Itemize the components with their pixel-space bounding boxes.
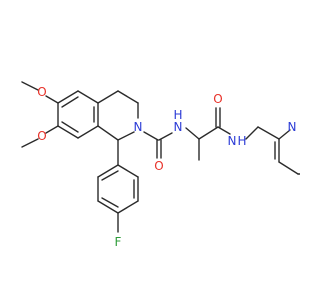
nitrogen-atom-terminal: N <box>228 134 237 148</box>
oxygen-atom-methoxy-top: O <box>37 85 46 99</box>
bond <box>185 127 200 140</box>
oxygen-atom-amide-carbonyl: O <box>213 92 222 106</box>
bond <box>21 81 39 91</box>
oxygen-atom-methoxy-bottom: O <box>37 129 46 143</box>
bond <box>97 200 119 214</box>
bond-lines <box>21 81 300 233</box>
bond <box>117 131 135 141</box>
bond <box>61 96 79 108</box>
bond <box>61 121 79 133</box>
bond <box>117 90 139 104</box>
bond <box>77 125 99 139</box>
bond <box>117 164 139 178</box>
bond <box>117 200 139 214</box>
bond <box>217 126 231 135</box>
bond <box>97 125 119 141</box>
bond <box>97 164 119 178</box>
bond <box>143 131 159 141</box>
fluorine-atom: F <box>115 235 122 249</box>
bond <box>45 125 59 134</box>
hydrogen-atom-terminal: H <box>237 134 246 148</box>
hydrogen-atom-amide: H <box>173 108 182 122</box>
bond <box>278 161 299 175</box>
bond <box>101 170 119 181</box>
bond <box>77 90 99 104</box>
bond <box>158 132 173 141</box>
bond <box>278 129 291 140</box>
nitrogen-atom-pyridine: N <box>288 120 297 134</box>
atom-labels: O O N O N H O N H N F <box>37 85 296 249</box>
bond <box>245 126 259 140</box>
bond <box>57 125 79 139</box>
bond <box>198 126 219 140</box>
bond <box>101 197 119 208</box>
bond <box>97 90 119 104</box>
bond <box>21 138 39 148</box>
bond <box>257 126 280 140</box>
bond <box>45 95 59 104</box>
oxygen-atom-urea-carbonyl: O <box>154 159 163 173</box>
nitrogen-atom-ring: N <box>134 120 143 134</box>
molecule-structure-diagram: O O N O N H O N H N F <box>21 81 300 249</box>
bond <box>57 90 79 104</box>
nitrogen-atom-amide: N <box>174 120 183 134</box>
